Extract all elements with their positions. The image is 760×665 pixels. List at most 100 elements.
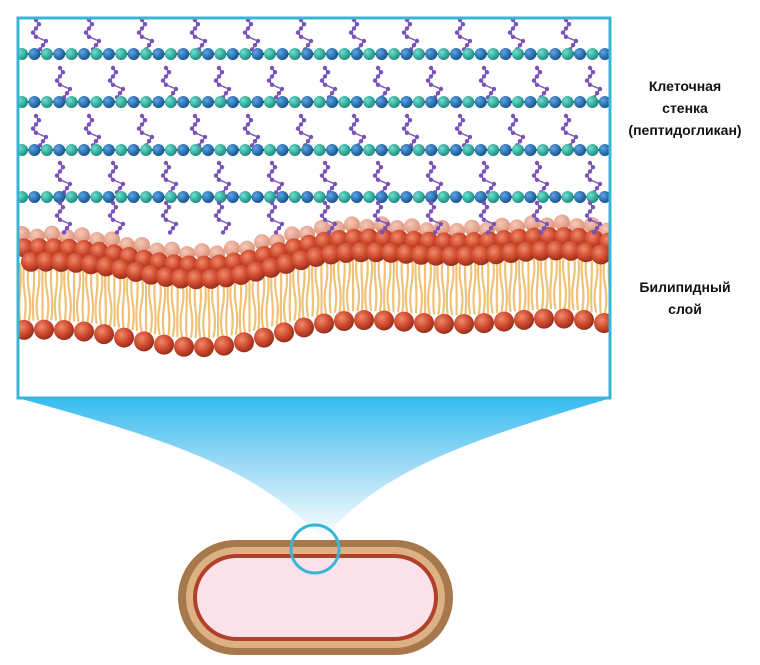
lipid-head-outer (426, 245, 446, 266)
lipid-head-far (104, 231, 120, 248)
lipid-head-far (404, 218, 420, 235)
lipid-head-far (224, 240, 240, 257)
lipid-head-outer (96, 256, 116, 277)
lipid-head-outer (186, 269, 206, 290)
lipid-head-outer (246, 261, 266, 282)
lipid-head-outer (546, 240, 566, 261)
lipid-head-inner (254, 327, 274, 348)
lipid-head-outer (291, 250, 311, 271)
lipid-head-inner (474, 313, 494, 334)
magnifier-circle-icon (289, 523, 341, 575)
lipid-head-inner (494, 311, 514, 332)
lipid-head-far (254, 234, 270, 251)
peptide-chain (478, 200, 497, 235)
lipid-head-inner (54, 320, 74, 341)
peptide-chain (425, 200, 444, 235)
lipid-head-outer (156, 266, 176, 287)
lipid-head-outer (201, 268, 221, 289)
lipid-head-inner (414, 312, 434, 333)
lipid-head-inner (334, 310, 354, 331)
peptide-chain (401, 113, 420, 152)
lipid-head-outer (231, 264, 251, 285)
glycan-strand (18, 191, 610, 203)
lipid-head-inner (594, 313, 610, 334)
lipid-head-inner (114, 327, 134, 348)
peptide-chain (54, 200, 73, 235)
lipid-head-outer (561, 240, 581, 261)
lipid-head-inner (374, 310, 394, 331)
lipid-head-outer (456, 245, 476, 266)
lipid-head-inner (514, 309, 534, 330)
cell-wall-label-line-1: Клеточная (648, 78, 722, 94)
lipid-head-inner (274, 322, 294, 343)
cell-wall-label-line-2: стенка (662, 100, 708, 116)
peptide-chain (213, 160, 232, 199)
lipid-head-inner (294, 317, 314, 338)
lipid-head-far (164, 241, 180, 258)
lipid-head-inner (94, 324, 114, 345)
lipid-head-far (344, 216, 360, 233)
lipid-head-inner (194, 337, 214, 358)
lipid-head-outer (36, 251, 56, 272)
peptide-chain (348, 18, 367, 56)
peptide-chain (372, 160, 391, 199)
lipid-head-outer (216, 267, 236, 288)
lipid-head-outer (21, 251, 41, 272)
zoom-cone (18, 398, 611, 540)
lipid-head-inner (234, 332, 254, 353)
lipid-head-outer (531, 240, 551, 261)
lipid-head-inner (18, 319, 34, 340)
lipid-head-inner (434, 313, 454, 334)
lipid-head-inner (34, 319, 54, 340)
peptide-chain (30, 18, 49, 56)
lipid-head-far (554, 214, 570, 231)
lipid-head-outer (141, 264, 161, 285)
lipid-bilayer (18, 214, 610, 358)
peptide-anchors (54, 200, 603, 235)
lipid-head-inner (574, 309, 594, 330)
inset-frame (16, 16, 612, 400)
lipid-head-outer (66, 252, 86, 273)
lipid-head-outer (351, 242, 371, 263)
lipid-head-far (194, 243, 210, 260)
peptide-chain (319, 200, 338, 235)
lipid-head-outer (111, 259, 131, 280)
lipid-head-outer (276, 253, 296, 274)
lipid-head-inner (74, 321, 94, 342)
lipid-head-outer (486, 244, 506, 265)
lipid-head-outer (366, 242, 386, 263)
peptide-chain (266, 200, 285, 235)
peptide-chain (319, 160, 338, 199)
lipid-head-far (44, 225, 60, 242)
lipid-head-inner (154, 334, 174, 355)
peptide-chain (584, 200, 603, 235)
lipid-head-outer (321, 244, 341, 265)
peptide-chain (372, 200, 391, 235)
lipid-head-outer (471, 245, 491, 266)
lipid-head-far (434, 219, 450, 236)
cell-wall-label: Клеточная стенка (пептидогликан) (615, 75, 755, 141)
lipid-head-outer (516, 241, 536, 262)
lipid-head-outer (576, 242, 596, 263)
lipid-tails (18, 251, 610, 339)
lipid-head-outer (336, 242, 356, 263)
lipid-head-far (134, 236, 150, 253)
bilayer-label: Билипидный слой (622, 276, 748, 320)
glycan-strand (18, 96, 610, 108)
peptide-chain (213, 200, 232, 235)
lipid-head-far (18, 225, 30, 242)
bilayer-label-line-2: слой (668, 301, 702, 317)
bilayer-label-line-1: Билипидный (639, 279, 731, 295)
lipid-head-far (314, 219, 330, 236)
lipid-head-far (464, 219, 480, 236)
lipid-head-outer (171, 268, 191, 289)
peptide-chain (348, 113, 367, 152)
lipid-head-outer (126, 261, 146, 282)
lipid-head-inner (314, 313, 334, 334)
lipid-head-inner (214, 335, 234, 356)
lipid-head-outer (396, 243, 416, 264)
lipid-head-outer (81, 254, 101, 275)
lipid-head-inner (174, 336, 194, 357)
lipid-head-inner (534, 308, 554, 329)
